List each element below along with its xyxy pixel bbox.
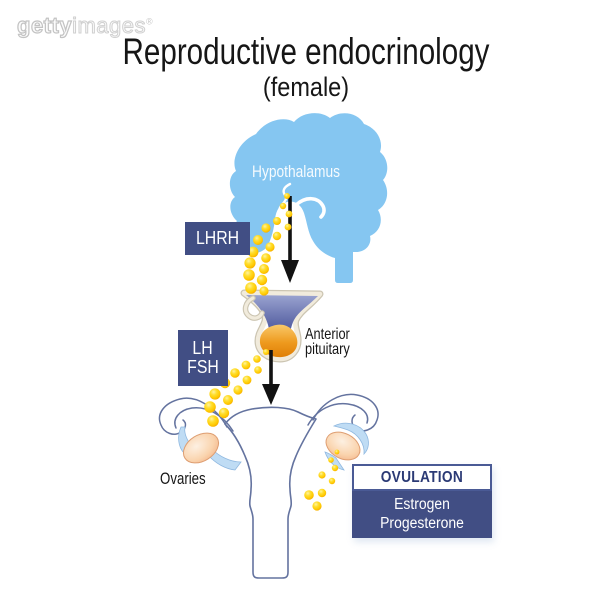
page-subtitle: (female) xyxy=(262,72,350,102)
lhrh-hormone-box: LHRH xyxy=(185,222,250,255)
pituitary-stalk-swoosh-icon xyxy=(294,196,326,219)
watermark-getty: getty xyxy=(16,12,73,38)
pituitary-funnel xyxy=(246,295,318,339)
estrogen-progesterone-box: Estrogen Progesterone xyxy=(352,491,492,538)
ovulation-box: OVULATION xyxy=(352,464,492,491)
lh-fsh-hormone-box: LH FSH xyxy=(178,330,228,386)
pituitary-gland-shape xyxy=(240,289,324,363)
page-title: Reproductive endocrinology xyxy=(122,31,490,72)
estrogen-progesterone-dots xyxy=(304,449,340,511)
fsh-label: FSH xyxy=(187,357,219,377)
progesterone-label: Progesterone xyxy=(380,515,464,532)
hypothalamus-squiggle-icon xyxy=(278,182,292,218)
pituitary-to-ovaries-arrow xyxy=(262,350,280,405)
anterior-pituitary-lobe xyxy=(259,324,298,358)
ovaries-label: Ovaries xyxy=(160,469,206,488)
ovary-left xyxy=(182,432,220,464)
gettyimages-watermark: gettyimages® xyxy=(16,12,154,39)
hypothalamus-label: Hypothalamus xyxy=(252,162,341,181)
watermark-images: images xyxy=(72,13,146,39)
registered-mark-icon: ® xyxy=(145,16,154,27)
anterior-pituitary-label: Anterior pituitary xyxy=(305,326,350,358)
ovulation-label: OVULATION xyxy=(380,468,464,486)
lh-label: LH xyxy=(192,338,214,358)
uterus-shape xyxy=(224,406,317,579)
lhrh-hormone-dots xyxy=(243,193,293,296)
ovulation-callout: OVULATION Estrogen Progesterone xyxy=(352,464,492,538)
ovary-right xyxy=(325,431,361,461)
estrogen-label: Estrogen xyxy=(394,496,450,513)
lhrh-label: LHRH xyxy=(195,228,240,248)
